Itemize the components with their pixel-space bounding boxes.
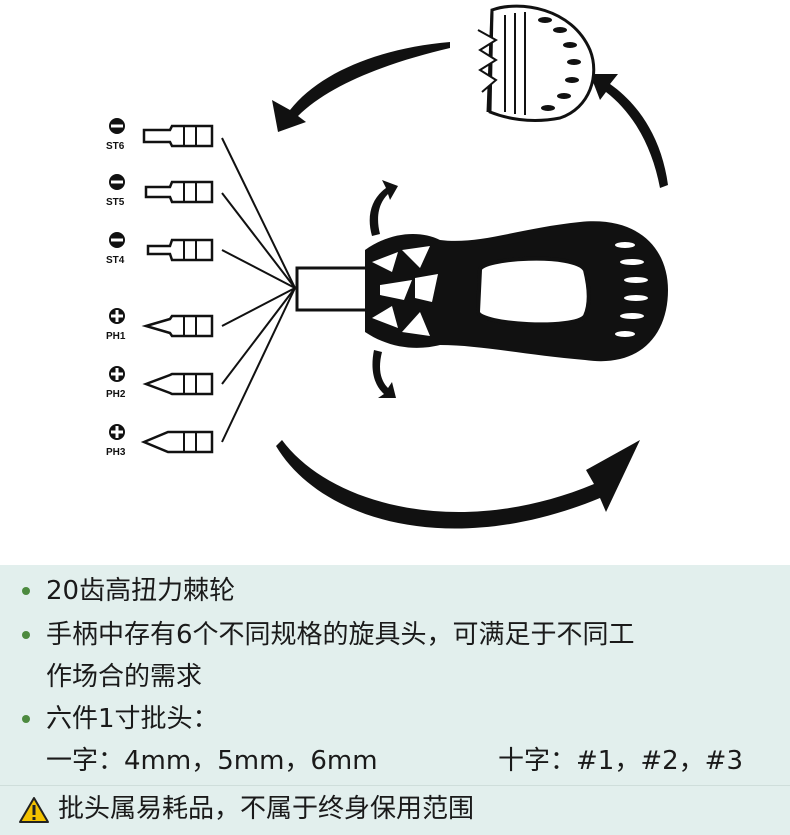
- feature-bits-phillips: 十字：#1，#2，#3: [498, 746, 743, 776]
- svg-text:PH3: PH3: [106, 447, 126, 458]
- warning-icon: [19, 797, 49, 823]
- storage-cap: [477, 4, 596, 122]
- svg-text:ST6: ST6: [106, 141, 125, 152]
- feature-storage-line1: 手柄中存有6个不同规格的旋具头，可满足于不同工: [46, 620, 635, 650]
- connector-lines: [221, 137, 296, 443]
- bullet-icon: [22, 631, 30, 639]
- bit-PH3: PH3: [106, 424, 214, 458]
- bullet-icon: [22, 715, 30, 723]
- divider: [0, 785, 790, 786]
- feature-bits-slotted: 一字：4mm，5mm，6mm: [46, 746, 378, 776]
- svg-text:ST4: ST4: [106, 255, 125, 266]
- feature-panel: 20齿高扭力棘轮 手柄中存有6个不同规格的旋具头，可满足于不同工 作场合的需求 …: [0, 565, 790, 785]
- bit-ST5: ST5: [106, 174, 214, 208]
- bit-PH1: PH1: [106, 308, 214, 342]
- feature-bits-heading: 六件1寸批头：: [46, 704, 219, 734]
- bit-ST6: ST6: [106, 118, 214, 152]
- note-text: 批头属易耗品，不属于终身保用范围: [58, 794, 475, 824]
- product-diagram: ST6 ST5 ST4 PH1 PH2 PH3: [106, 4, 668, 529]
- svg-text:PH1: PH1: [106, 331, 126, 342]
- screwdriver-handle: [295, 221, 668, 362]
- bit-ST4: ST4: [106, 232, 214, 266]
- warranty-note: 批头属易耗品，不属于终身保用范围: [0, 786, 790, 835]
- ratchet-arrows: [369, 180, 398, 398]
- arrow-top-left: [272, 42, 450, 132]
- feature-storage-line2: 作场合的需求: [46, 662, 203, 692]
- rotation-arrows: [272, 42, 668, 529]
- svg-text:PH2: PH2: [106, 389, 126, 400]
- bit-PH2: PH2: [106, 366, 214, 400]
- arrow-bottom: [276, 440, 640, 529]
- feature-ratchet: 20齿高扭力棘轮: [46, 576, 236, 606]
- arrow-top-right: [590, 74, 668, 188]
- bullet-icon: [22, 587, 30, 595]
- svg-text:ST5: ST5: [106, 197, 125, 208]
